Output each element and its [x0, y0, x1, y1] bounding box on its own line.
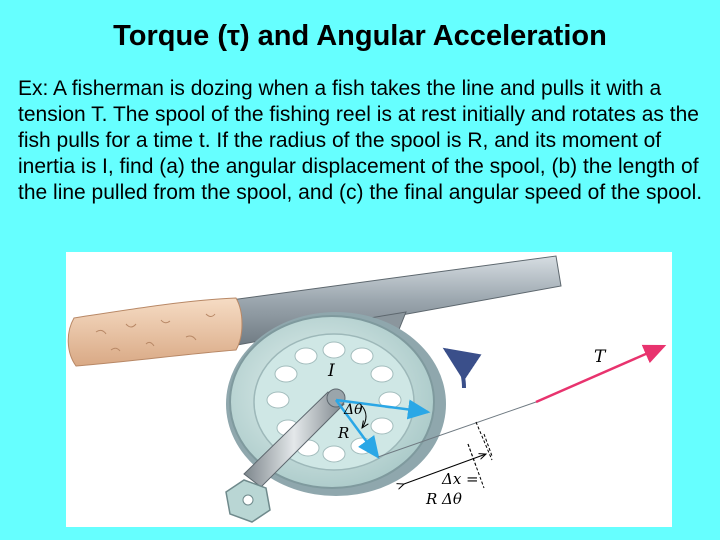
crank-handle — [225, 388, 346, 523]
displacement-label-top: Δx = — [441, 470, 479, 488]
fishing-line — [377, 344, 667, 458]
cork-handle — [67, 297, 243, 367]
angle-label: Δθ — [343, 402, 363, 418]
inertia-label: I — [327, 361, 335, 381]
displacement-label-bottom: R Δθ — [425, 490, 462, 508]
radius-arrows — [334, 398, 431, 460]
radius-label: R — [337, 424, 349, 442]
displacement-marker — [404, 421, 493, 488]
problem-text: Ex: A fisherman is dozing when a fish ta… — [18, 77, 703, 204]
tension-label: T — [594, 347, 607, 367]
fishing-reel-figure: T I Δθ R Δx = R Δθ — [66, 252, 672, 527]
slide-title: Torque (τ) and Angular Acceleration — [113, 20, 607, 52]
rotation-arrow — [442, 347, 482, 389]
